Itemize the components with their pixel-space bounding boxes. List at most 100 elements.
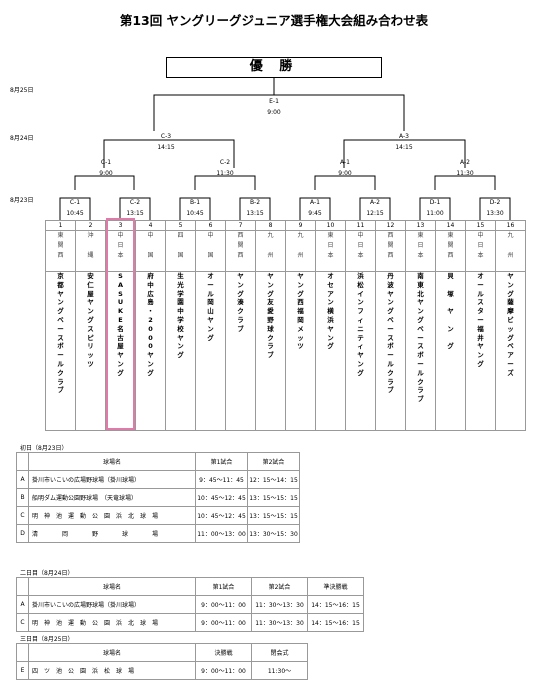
champion-box: 優 勝 [166, 57, 382, 78]
table-row: E 四 ツ 池 公 園 浜 松 球 場 9：00～11：00 11:30～ [16, 661, 308, 680]
venue-code: C [16, 506, 29, 525]
team-region: 中日本 [345, 230, 376, 272]
team-region: 四 国 [165, 230, 196, 272]
table-row: C 明 神 池 運 動 公 園 浜 北 球 場 10：45～12：45 13：1… [16, 506, 300, 525]
game1-time: 9：00～11：00 [195, 595, 252, 614]
game1-time: 11：00～13：00 [195, 524, 248, 543]
header-cell: 決勝戦 [195, 643, 252, 662]
team-number: 4 [135, 220, 166, 231]
header-cell [16, 577, 29, 596]
semifinal-time: 14：15～16：15 [307, 613, 364, 632]
team-region: 九 州 [495, 230, 526, 272]
team-number: 10 [315, 220, 346, 231]
team-region: 沖 縄 [75, 230, 106, 272]
header-cell: 球場名 [28, 643, 196, 662]
venue-name: 四 ツ 池 公 園 浜 松 球 場 [28, 661, 196, 680]
day3-label: 三日目（8月25日） [20, 636, 74, 643]
team-name: ヤング西福岡メッツ [285, 271, 316, 431]
team-name: ヤング薩摩ビッグベアーズ [495, 271, 526, 431]
header-cell: 球場名 [28, 452, 196, 471]
date-label-day1: 8月23日 [10, 197, 34, 204]
table-header-row: 球場名 決勝戦 閉会式 [16, 643, 308, 662]
team-region: 東日本 [405, 230, 436, 272]
closing-ceremony-time: 11:30～ [251, 661, 308, 680]
venue-code: E [16, 661, 29, 680]
team-number: 12 [375, 220, 406, 231]
game1-time: 9：45～11：45 [195, 470, 248, 489]
game2-time: 13：15～15：15 [247, 488, 300, 507]
team-name: 生光学園中学校ヤング [165, 271, 196, 431]
table-row: D 清 岡 野 球 場 11：00～13：00 13：30～15：30 [16, 524, 300, 543]
game2-time: 11：30～13：30 [251, 613, 308, 632]
team-name: 貝 塚 ヤ ン グ [435, 271, 466, 431]
team-name: オセアン横浜ヤング [315, 271, 346, 431]
header-cell: 第2試合 [251, 577, 308, 596]
header-cell: 閉会式 [251, 643, 308, 662]
game1-time: 10：45～12：45 [195, 506, 248, 525]
header-cell: 球場名 [28, 577, 196, 596]
team-region: 東日本 [315, 230, 346, 272]
bracket-line [74, 175, 135, 190]
table-header-row: 球場名 第1試合 第2試合 準決勝戦 [16, 577, 364, 596]
header-cell: 第2試合 [247, 452, 300, 471]
bracket-line [59, 197, 91, 220]
venue-code: A [16, 595, 29, 614]
venue-name: 明 神 池 運 動 公 園 浜 北 球 場 [28, 613, 196, 632]
team-region: 西関西 [225, 230, 256, 272]
team-name: ヤング友愛野球クラブ [255, 271, 286, 431]
team-number: 9 [285, 220, 316, 231]
game2-time: 13：30～15：30 [247, 524, 300, 543]
bracket-line [119, 197, 151, 220]
semifinal-time: 14：15～16：15 [307, 595, 364, 614]
bracket-line [179, 197, 211, 220]
team-number: 13 [405, 220, 436, 231]
team-number: 14 [435, 220, 466, 231]
game2-time: 13：15～15：15 [247, 506, 300, 525]
team-number: 11 [345, 220, 376, 231]
team-name: 南東北ヤングベースボールクラブ [405, 271, 436, 431]
team-region: 東関西 [45, 230, 76, 272]
date-label-day2: 8月24日 [10, 135, 34, 142]
day1-table: 球場名 第1試合 第2試合 A 掛川市いこいの広場野球場（掛川球場） 9：45～… [16, 452, 300, 543]
game2-time: 12：15～14：15 [247, 470, 300, 489]
game1-time: 9：00～11：00 [195, 613, 252, 632]
venue-name: 船明ダム運動公園野球場 （天竜球場） [28, 488, 196, 507]
team-region: 九 州 [285, 230, 316, 272]
team-region: 東関西 [435, 230, 466, 272]
header-cell: 第1試合 [195, 577, 252, 596]
team-number: 1 [45, 220, 76, 231]
bracket-line [239, 197, 271, 220]
team-number: 5 [165, 220, 196, 231]
team-region: 西関西 [375, 230, 406, 272]
team-name: 安仁屋ヤングスピリッツ [75, 271, 106, 431]
day2-table: 球場名 第1試合 第2試合 準決勝戦 A 掛川市いこいの広場野球場（掛川球場） … [16, 577, 364, 632]
bracket-line [103, 139, 235, 168]
venue-name: 掛川市いこいの広場野球場（掛川球場） [28, 595, 196, 614]
table-row: C 明 神 池 運 動 公 園 浜 北 球 場 9：00～11：00 11：30… [16, 613, 364, 632]
header-cell: 第1試合 [195, 452, 248, 471]
tournament-bracket [59, 78, 511, 220]
venue-name: 明 神 池 運 動 公 園 浜 北 球 場 [28, 506, 196, 525]
team-name: 丹波ヤングベースボールクラブ [375, 271, 406, 431]
team-name: オール岡山ヤング [195, 271, 226, 431]
bracket-line [153, 94, 405, 131]
team-region: 中日本 [465, 230, 496, 272]
game2-time: 11：30～13：30 [251, 595, 308, 614]
team-region: 中 国 [135, 230, 166, 272]
team-name: ヤング湊クラブ [225, 271, 256, 431]
